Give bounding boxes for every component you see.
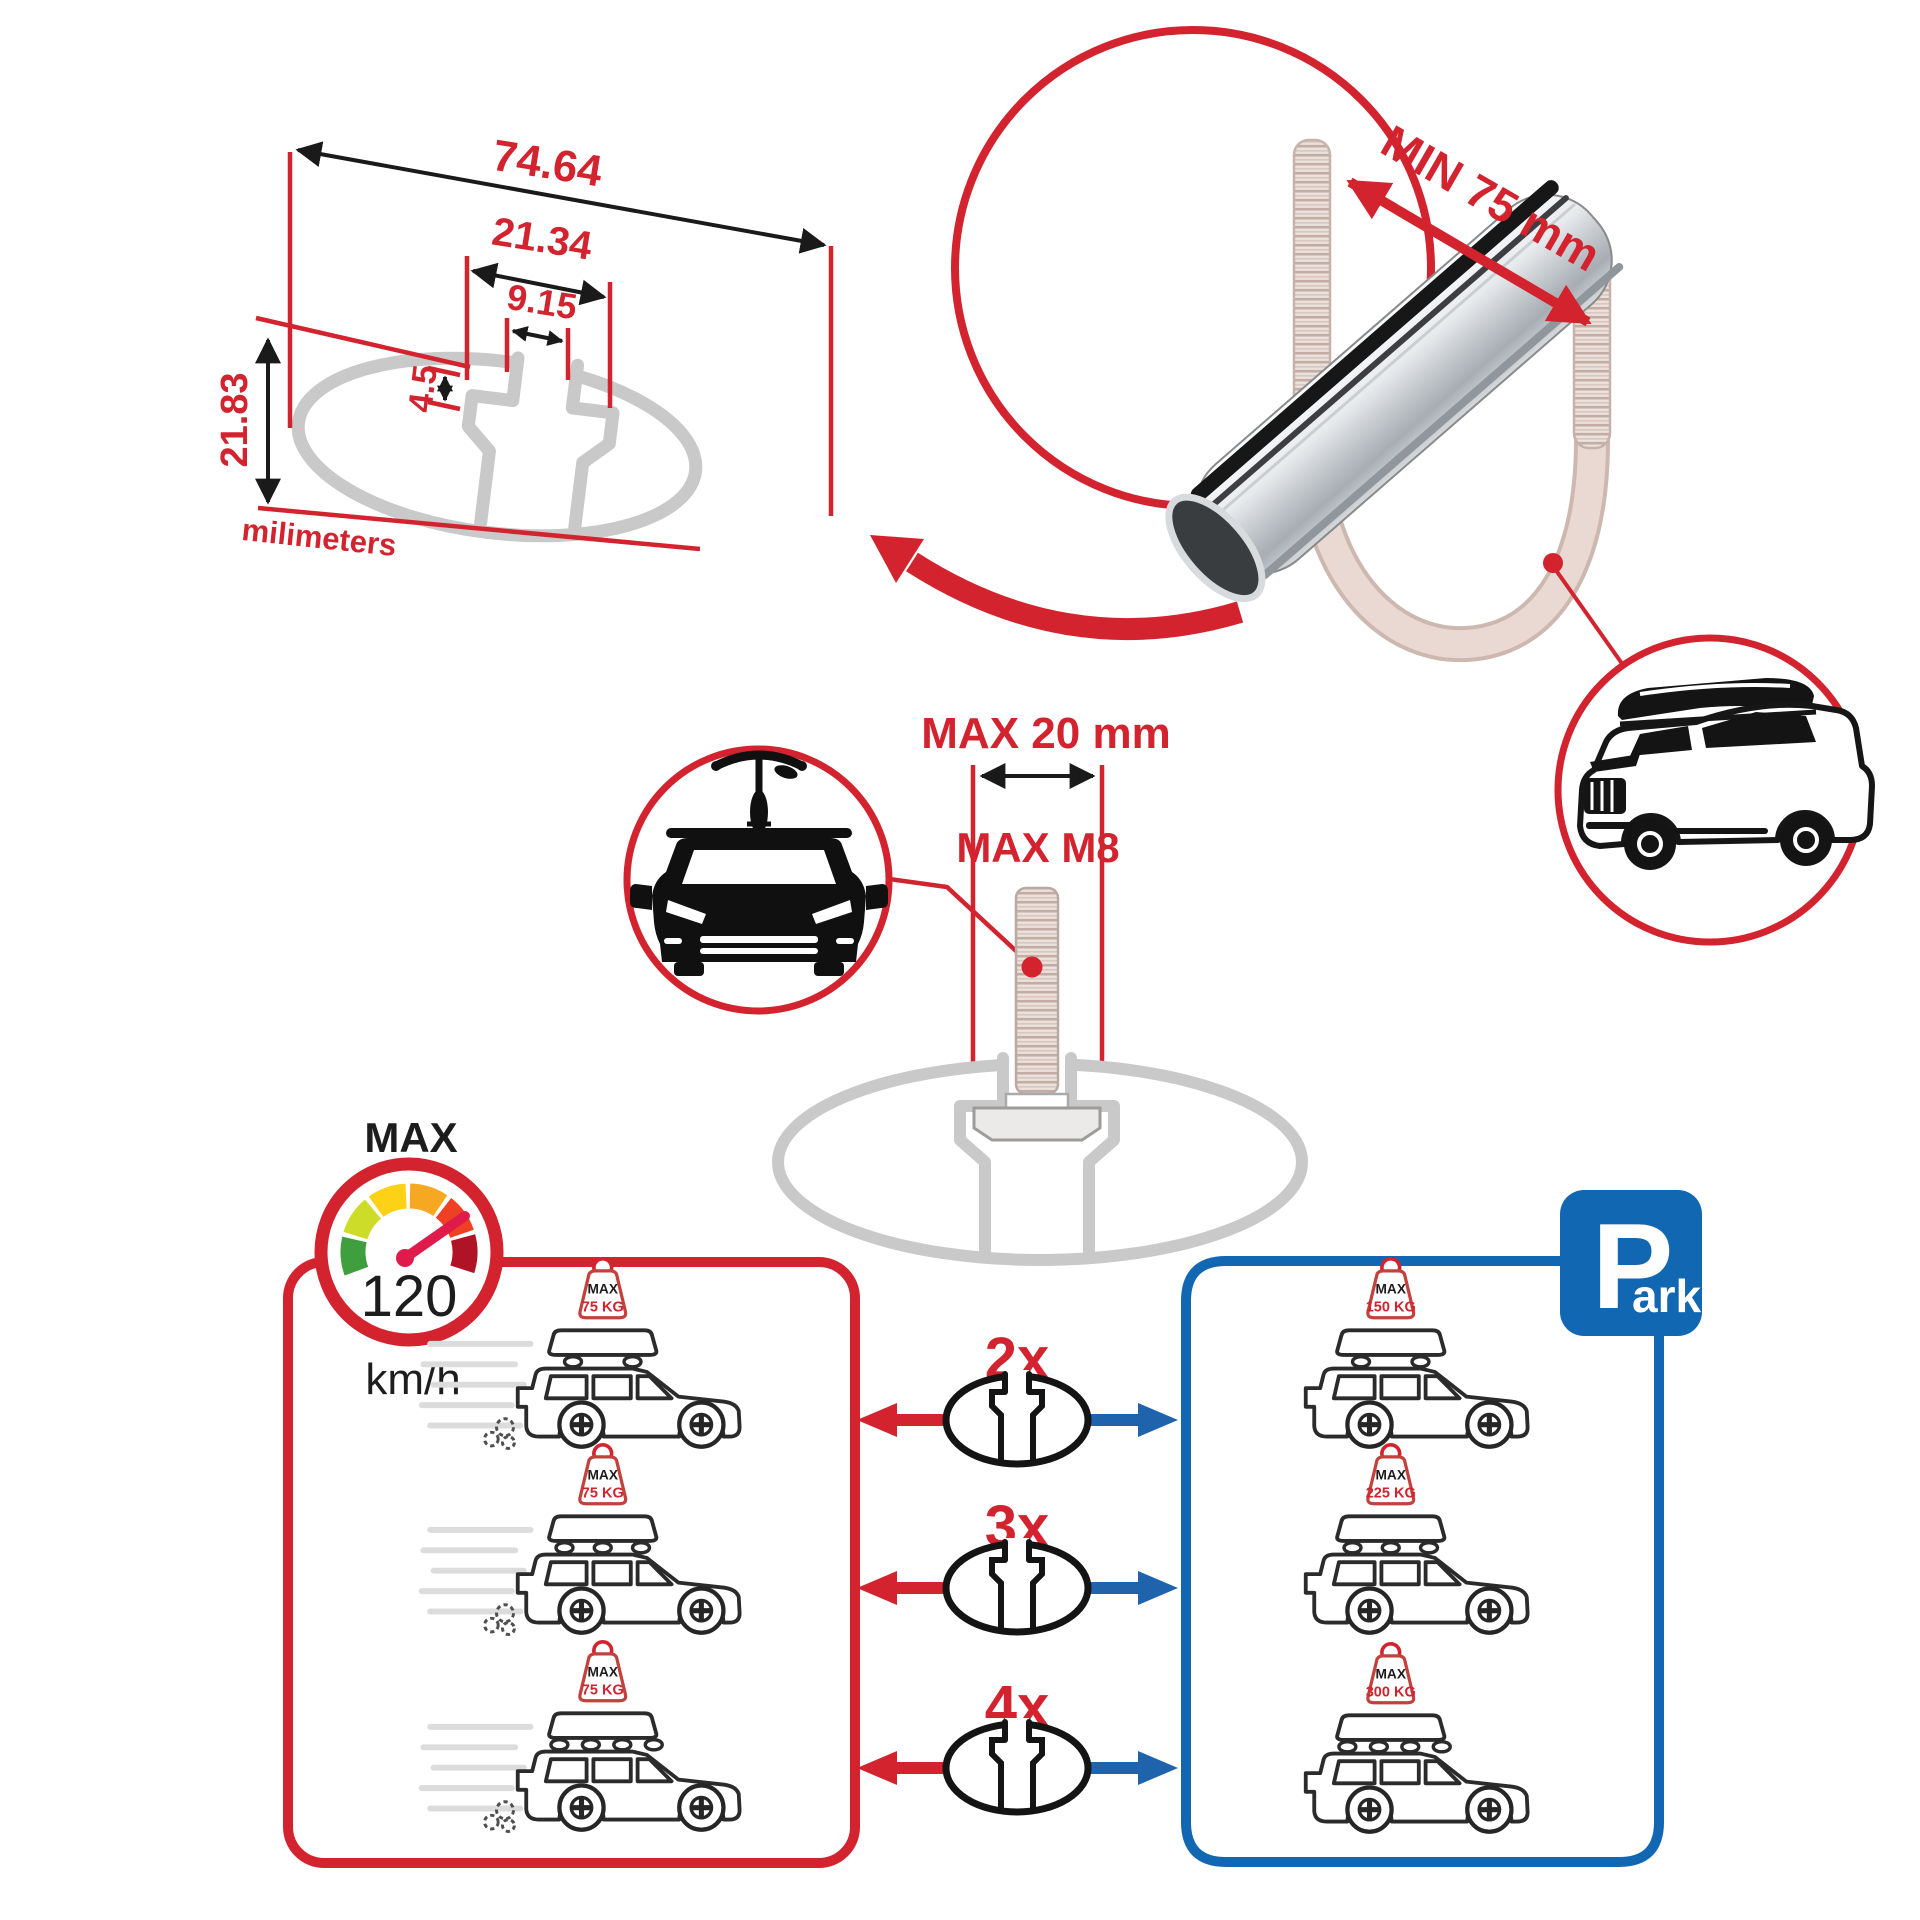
suv-grille (1584, 778, 1626, 814)
dimension-arrows (255, 141, 827, 505)
load-value: 300 KG (1366, 1684, 1416, 1700)
moving-car-3: MAX 75 KG (422, 1639, 740, 1832)
load-max-label: MAX (588, 1467, 619, 1482)
moving-panel-border (283, 1257, 860, 1868)
car-front-icon (630, 828, 888, 976)
pointer-arrow-curve (906, 552, 1244, 641)
load-max-label: MAX (1376, 1467, 1407, 1482)
suv-windshield (1630, 726, 1692, 756)
load-value: 75 KG (582, 1299, 624, 1315)
gauge-value: 120 (361, 1264, 458, 1329)
load-badge: MAX 225 KG (1366, 1442, 1416, 1506)
dim-channel-width-label: 21.34 (489, 210, 595, 269)
load-max-label: MAX (1376, 1666, 1407, 1681)
gauge-hub (396, 1249, 414, 1267)
bolt-width-label: MAX 20 mm (921, 709, 1170, 758)
crossbar-profile-icon (946, 1538, 1088, 1632)
gauge-needle (400, 1211, 470, 1263)
multiplier-row-1: 2x (857, 1326, 1178, 1464)
profile-cross-section (291, 349, 703, 543)
callout-dot-ubolt (1543, 553, 1563, 573)
moving-car-2: MAX 75 KG (422, 1442, 740, 1635)
extension-lines (255, 152, 834, 552)
speed-lines (422, 1727, 531, 1832)
multiplier-row-3: 4x (857, 1674, 1178, 1812)
crossbar-profile-icon (946, 1718, 1088, 1812)
bolt-t-head (972, 1106, 1102, 1142)
crossbar-closeup: MIN 75 mm (870, 26, 1625, 667)
load-badge: MAX 75 KG (578, 1639, 628, 1703)
suv-illustration (1577, 678, 1875, 870)
crossbar-end-cap (1165, 493, 1266, 603)
parked-car-1: MAX 150 KG (1306, 1256, 1528, 1447)
load-max-label: MAX (588, 1664, 619, 1679)
suv-roofbox-circle (1554, 634, 1875, 946)
bolt-thread-label: MAX M8 (956, 824, 1119, 871)
moving-car-1: MAX 75 KG (422, 1256, 740, 1449)
bolt-shank (1014, 886, 1060, 1096)
u-bolt (1298, 429, 1606, 659)
pointer-arrow-head (870, 535, 924, 583)
roof-crossbar (666, 828, 852, 838)
dim-slot-depth-label: 4.5 (401, 363, 444, 415)
parked-car-2: MAX 225 KG (1306, 1442, 1528, 1633)
dim-slot-width-label: 9.15 (504, 276, 580, 327)
speed-lines (422, 1530, 531, 1635)
parked-car-3: MAX 300 KG (1306, 1641, 1528, 1832)
profile-dimension-drawing: 74.64 21.34 9.15 4.5 21.83 milimeters (214, 131, 834, 563)
t-bolt (972, 886, 1102, 1142)
parking-sign-board (1560, 1190, 1702, 1336)
load-value: 75 KG (582, 1485, 624, 1501)
load-badge: MAX 150 KG (1366, 1256, 1416, 1320)
load-value: 150 KG (1366, 1299, 1416, 1315)
suv-side-window (1702, 712, 1816, 748)
load-badge: MAX 75 KG (578, 1442, 628, 1506)
parked-panel-border (1181, 1256, 1664, 1867)
parking-sign-suffix: ark (1632, 1270, 1701, 1322)
parking-sign-letter: P (1592, 1198, 1673, 1334)
load-max-label: MAX (1376, 1281, 1407, 1296)
crossbar-profile-icon (946, 1370, 1088, 1464)
bolt-detail: MAX 20 mm MAX M8 (772, 709, 1308, 1266)
car-windshield (682, 850, 836, 884)
suv-headlight (1590, 754, 1640, 772)
bike-icon (711, 750, 807, 834)
callout-line-suv (1551, 564, 1625, 667)
callout-line-bolt (888, 876, 1030, 964)
suv-rear-wheel (1780, 814, 1832, 866)
parking-sign: P ark (1560, 1190, 1702, 1336)
load-max-label: MAX (588, 1281, 619, 1296)
multiplier-row-2: 3x (857, 1494, 1178, 1632)
load-value: 75 KG (582, 1682, 624, 1698)
gauge-title: MAX (364, 1114, 457, 1161)
load-badge: MAX 75 KG (578, 1256, 628, 1320)
speed-gauge: MAX 120 km/h (314, 1114, 504, 1404)
car-bike-circle (623, 745, 1030, 1015)
load-value: 225 KG (1366, 1485, 1416, 1501)
clearance-arrow (1346, 177, 1592, 327)
load-badge: MAX 300 KG (1366, 1641, 1416, 1705)
dim-height-label: 21.83 (214, 372, 256, 467)
callout-dot-bolt (1021, 956, 1043, 978)
suv-front-wheel (1624, 818, 1676, 870)
